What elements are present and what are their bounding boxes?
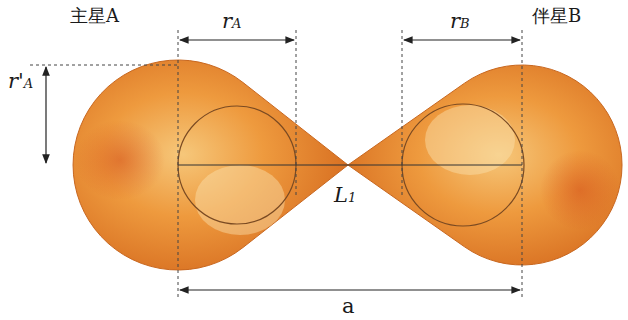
star-name: 主星A bbox=[70, 6, 119, 26]
star-name: 伴星B bbox=[532, 6, 581, 26]
lagrange-point-label: L1 bbox=[334, 184, 356, 207]
center-line bbox=[178, 165, 522, 166]
guide-lines bbox=[30, 30, 522, 298]
shading bbox=[75, 120, 165, 200]
shading bbox=[540, 150, 620, 230]
radius-label: rA bbox=[222, 10, 241, 33]
dimension-arrows bbox=[46, 40, 520, 290]
radius-label: rB bbox=[450, 10, 470, 33]
radius-label: r'A bbox=[8, 70, 33, 93]
separation-label: a bbox=[342, 292, 355, 318]
